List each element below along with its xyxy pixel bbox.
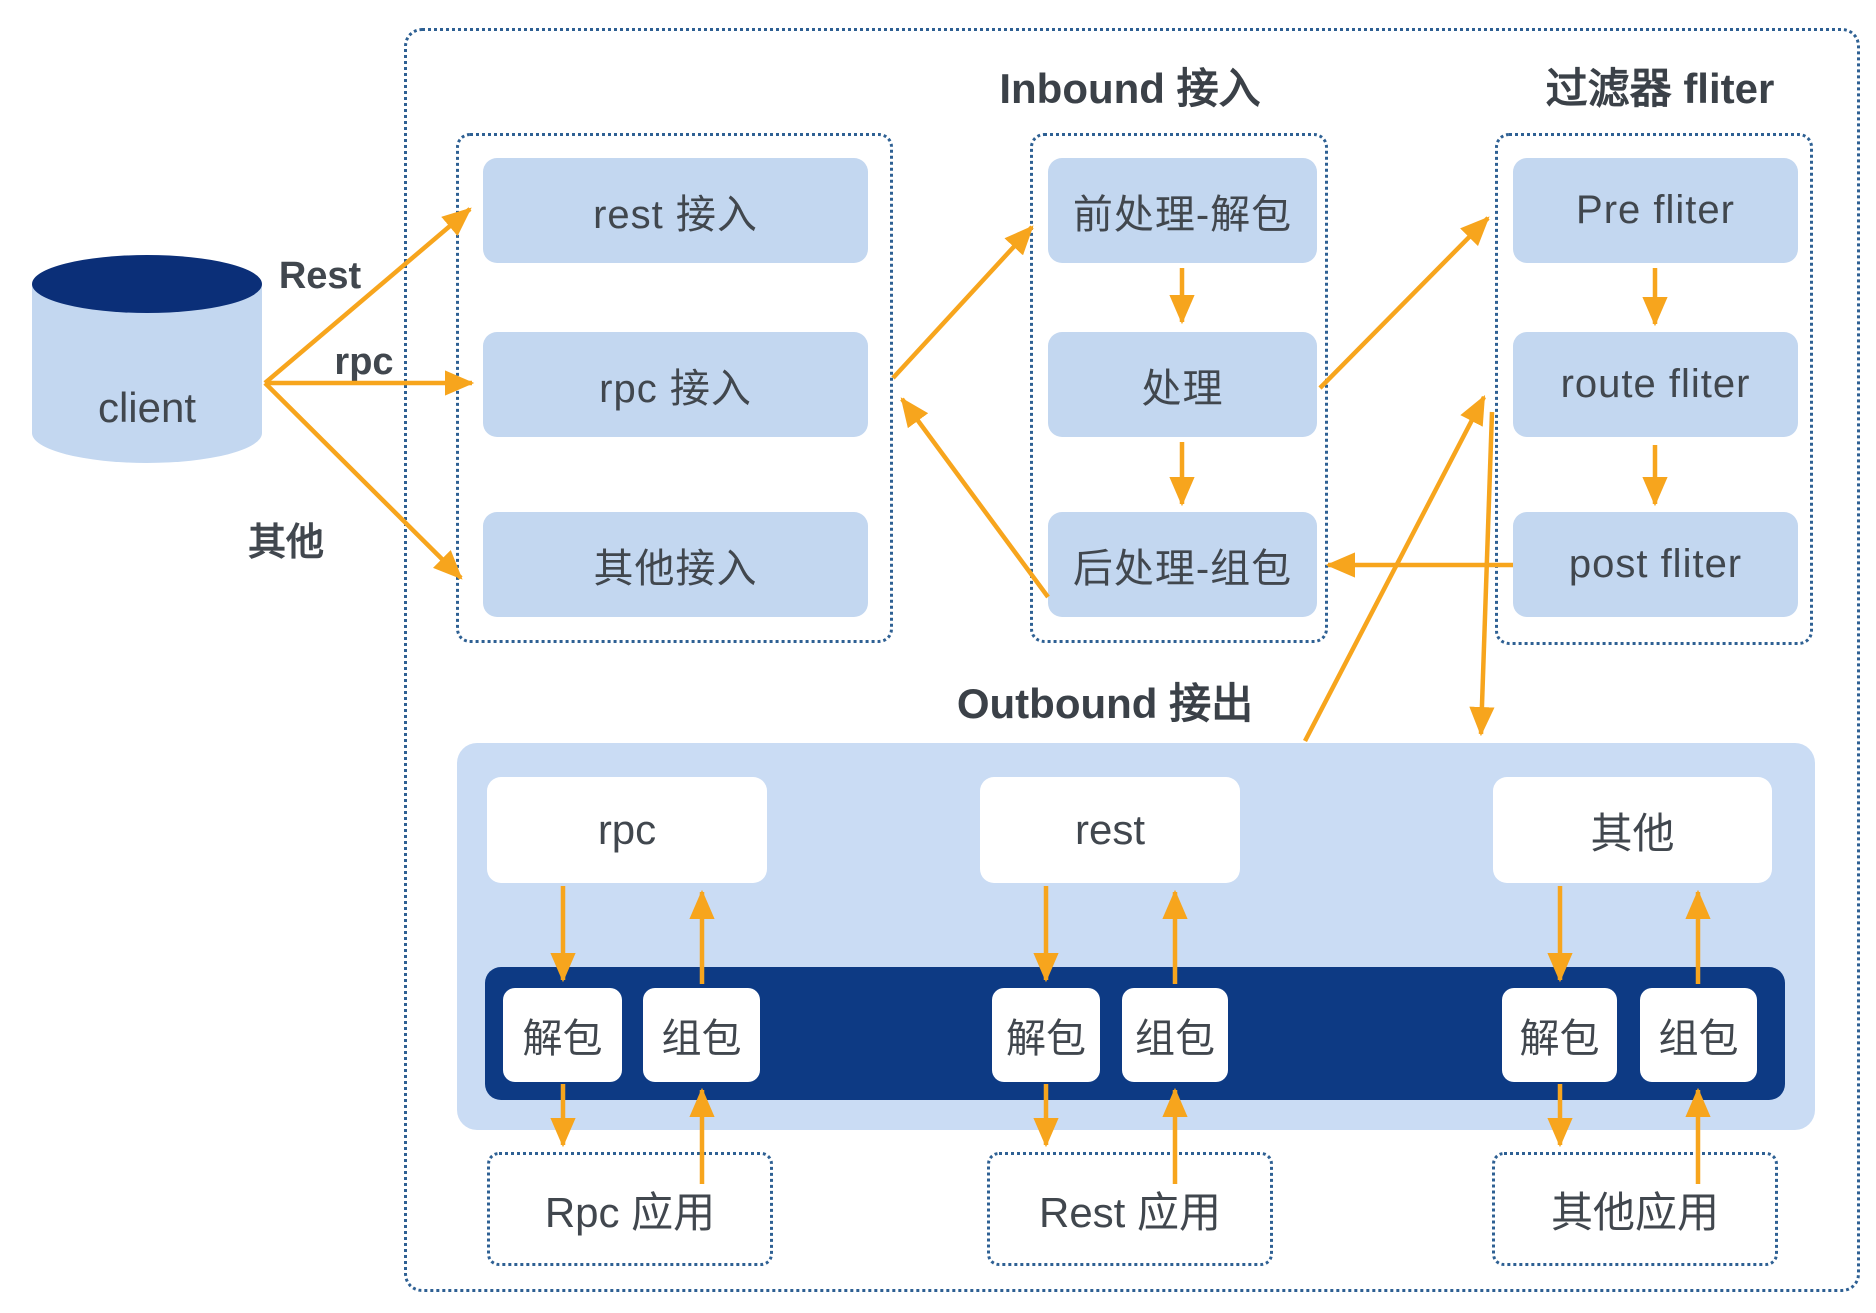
app-box-rpc: Rpc 应用 <box>487 1152 773 1266</box>
unpack-box-other: 解包 <box>1502 988 1617 1082</box>
client-database-cylinder <box>32 255 262 463</box>
pack-box-other: 组包 <box>1640 988 1757 1082</box>
inbound-box-pre-unpack: 前处理-解包 <box>1048 158 1317 263</box>
filter-box-post: post fliter <box>1513 512 1798 617</box>
inbound-box-process: 处理 <box>1048 332 1317 437</box>
app-box-other: 其他应用 <box>1492 1152 1778 1266</box>
outbound-channel-rest: rest <box>980 777 1240 883</box>
edge-label-rpc: rpc <box>334 340 394 383</box>
filter-box-route: route fliter <box>1513 332 1798 437</box>
edge-label-other: 其他 <box>247 521 324 564</box>
access-box-other: 其他接入 <box>483 512 868 617</box>
client-label: client <box>97 384 197 431</box>
app-box-rest: Rest 应用 <box>987 1152 1273 1266</box>
edge-label-rest: Rest <box>278 254 362 297</box>
pack-box-rpc: 组包 <box>643 988 760 1082</box>
filter-box-pre: Pre fliter <box>1513 158 1798 263</box>
filter-group-border <box>1495 133 1813 645</box>
outbound-channel-other: 其他 <box>1493 777 1772 883</box>
unpack-box-rpc: 解包 <box>503 988 622 1082</box>
pack-box-rest: 组包 <box>1122 988 1228 1082</box>
access-box-rpc: rpc 接入 <box>483 332 868 437</box>
gateway-outer-container <box>404 28 1860 1292</box>
outbound-title: Outbound 接出 <box>956 679 1254 727</box>
outbound-channel-rpc: rpc <box>487 777 767 883</box>
filter-title: 过滤器 fliter <box>1545 64 1775 112</box>
inbound-box-post-pack: 后处理-组包 <box>1048 512 1317 617</box>
access-box-rest: rest 接入 <box>483 158 868 263</box>
inbound-title: Inbound 接入 <box>999 64 1261 112</box>
unpack-box-rest: 解包 <box>992 988 1100 1082</box>
